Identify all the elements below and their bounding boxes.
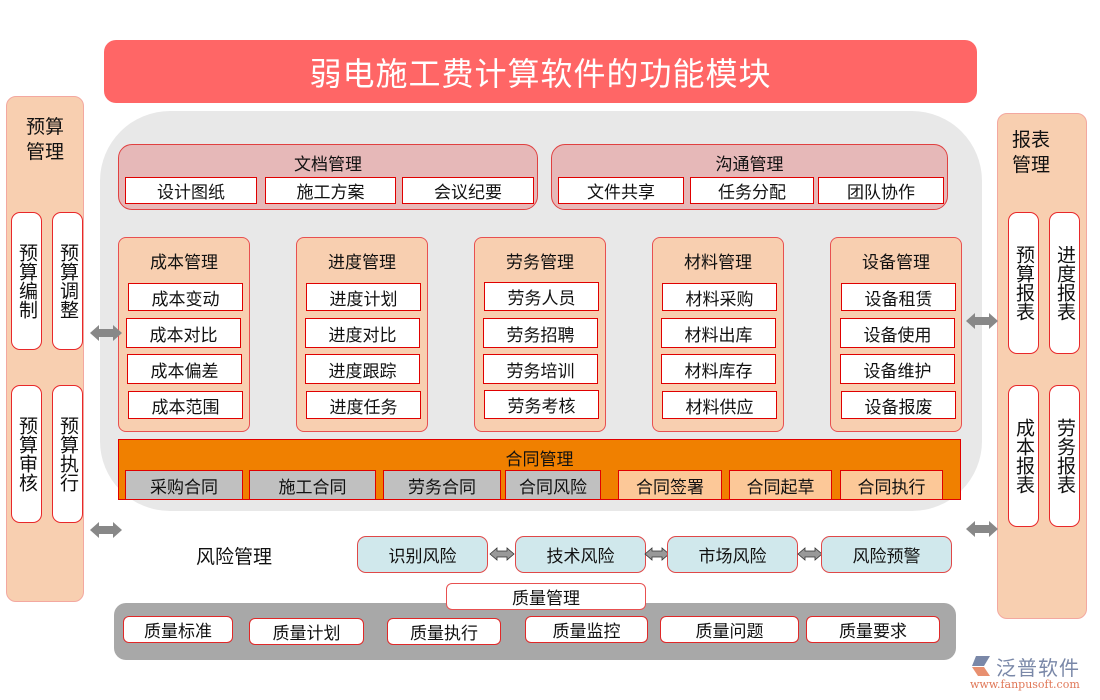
module-item[interactable]: 劳务招聘 xyxy=(483,318,598,348)
doc-item-meeting-minutes[interactable]: 会议纪要 xyxy=(402,177,534,204)
risk-management-label: 风险管理 xyxy=(196,546,273,568)
module-item[interactable]: 材料供应 xyxy=(662,391,777,419)
module-item[interactable]: 劳务考核 xyxy=(484,390,599,419)
module-title: 设备管理 xyxy=(862,253,930,273)
module-item[interactable]: 进度对比 xyxy=(305,318,420,348)
budget-item-execute[interactable]: 预算执行 xyxy=(52,385,83,523)
report-management-panel: 报表 管理 预算报表 进度报表 成本报表 劳务报表 xyxy=(997,113,1087,619)
report-title-line2: 管理 xyxy=(1012,154,1051,176)
module-title: 材料管理 xyxy=(684,253,752,273)
module-equipment-management: 设备管理 设备租赁 设备使用 设备维护 设备报废 xyxy=(830,237,962,432)
double-arrow-icon xyxy=(90,325,122,341)
budget-item-adjust[interactable]: 预算调整 xyxy=(52,212,83,350)
quality-item-execution[interactable]: 质量执行 xyxy=(387,618,501,645)
quality-item-plan[interactable]: 质量计划 xyxy=(249,618,364,645)
double-arrow-icon xyxy=(966,521,998,537)
double-arrow-icon xyxy=(489,547,515,561)
risk-item-technical[interactable]: 技术风险 xyxy=(515,536,646,573)
document-management-group: 文档管理 设计图纸 施工方案 会议纪要 xyxy=(118,144,538,210)
module-item[interactable]: 进度任务 xyxy=(306,391,421,419)
contract-item-risk[interactable]: 合同风险 xyxy=(505,470,601,500)
document-group-title: 文档管理 xyxy=(294,155,362,175)
module-material-management: 材料管理 材料采购 材料出库 材料库存 材料供应 xyxy=(652,237,784,432)
quality-item-requirements[interactable]: 质量要求 xyxy=(806,616,940,643)
module-item[interactable]: 成本范围 xyxy=(128,391,243,419)
contract-item-execution[interactable]: 合同执行 xyxy=(840,470,943,500)
module-item[interactable]: 材料采购 xyxy=(662,283,777,311)
module-title: 进度管理 xyxy=(328,253,396,273)
module-labor-management: 劳务管理 劳务人员 劳务招聘 劳务培训 劳务考核 xyxy=(474,237,606,432)
contract-item-signing[interactable]: 合同签署 xyxy=(618,470,722,500)
module-title: 成本管理 xyxy=(150,253,218,273)
comm-item-team-collaboration[interactable]: 团队协作 xyxy=(818,177,944,204)
module-item[interactable]: 劳务培训 xyxy=(483,354,598,384)
doc-item-design-drawings[interactable]: 设计图纸 xyxy=(125,177,257,204)
module-item[interactable]: 成本偏差 xyxy=(127,354,242,384)
budget-panel-title: 预算 管理 xyxy=(7,115,83,165)
quality-title: 质量管理 xyxy=(446,583,646,610)
risk-item-market[interactable]: 市场风险 xyxy=(667,536,798,573)
contract-item-drafting[interactable]: 合同起草 xyxy=(729,470,832,500)
contract-item-construction[interactable]: 施工合同 xyxy=(249,470,376,500)
contract-management-bar: 合同管理 采购合同 施工合同 劳务合同 合同风险 合同签署 合同起草 合同执行 xyxy=(118,439,961,500)
quality-item-monitoring[interactable]: 质量监控 xyxy=(525,616,648,643)
module-item[interactable]: 成本对比 xyxy=(126,318,241,348)
quality-item-standard[interactable]: 质量标准 xyxy=(123,616,233,643)
budget-title-line1: 预算 xyxy=(25,116,64,138)
report-item-cost[interactable]: 成本报表 xyxy=(1008,385,1039,527)
report-item-labor[interactable]: 劳务报表 xyxy=(1049,385,1080,527)
budget-management-panel: 预算 管理 预算编制 预算调整 预算审核 预算执行 xyxy=(6,96,84,602)
double-arrow-icon xyxy=(966,313,998,329)
module-item[interactable]: 进度计划 xyxy=(306,283,421,311)
quality-item-issues[interactable]: 质量问题 xyxy=(660,616,799,643)
module-item[interactable]: 进度跟踪 xyxy=(305,354,420,384)
budget-item-compile[interactable]: 预算编制 xyxy=(11,212,42,350)
contract-item-procurement[interactable]: 采购合同 xyxy=(125,470,243,500)
module-item[interactable]: 材料出库 xyxy=(661,318,776,348)
budget-title-line2: 管理 xyxy=(25,141,64,163)
module-item[interactable]: 设备使用 xyxy=(840,318,955,348)
doc-item-construction-plan[interactable]: 施工方案 xyxy=(265,177,396,204)
report-item-progress[interactable]: 进度报表 xyxy=(1049,212,1080,354)
module-item[interactable]: 设备报废 xyxy=(841,391,956,419)
budget-item-review[interactable]: 预算审核 xyxy=(11,385,42,523)
module-item[interactable]: 设备租赁 xyxy=(841,283,956,311)
logo-name: 泛普软件 xyxy=(996,656,1080,680)
logo-icon xyxy=(972,656,990,676)
module-progress-management: 进度管理 进度计划 进度对比 进度跟踪 进度任务 xyxy=(296,237,428,432)
report-panel-title: 报表 管理 xyxy=(1012,128,1050,178)
double-arrow-icon xyxy=(797,547,823,561)
module-title: 劳务管理 xyxy=(506,253,574,273)
contract-item-labor[interactable]: 劳务合同 xyxy=(383,470,501,500)
module-item[interactable]: 成本变动 xyxy=(128,283,243,311)
report-item-budget[interactable]: 预算报表 xyxy=(1008,212,1039,354)
module-cost-management: 成本管理 成本变动 成本对比 成本偏差 成本范围 xyxy=(118,237,250,432)
risk-item-identify[interactable]: 识别风险 xyxy=(357,536,488,573)
communication-management-group: 沟通管理 文件共享 任务分配 团队协作 xyxy=(551,144,948,210)
risk-item-warning[interactable]: 风险预警 xyxy=(821,536,952,573)
fanpu-logo: 泛普软件 www.fanpusoft.com xyxy=(968,652,1094,696)
double-arrow-icon xyxy=(90,522,122,538)
communication-group-title: 沟通管理 xyxy=(715,155,784,175)
comm-item-task-assignment[interactable]: 任务分配 xyxy=(690,177,814,204)
module-item[interactable]: 设备维护 xyxy=(840,354,955,384)
comm-item-file-sharing[interactable]: 文件共享 xyxy=(558,177,684,204)
logo-url: www.fanpusoft.com xyxy=(970,678,1080,691)
report-title-line1: 报表 xyxy=(1012,129,1051,151)
module-item[interactable]: 材料库存 xyxy=(661,354,776,384)
diagram-title: 弱电施工费计算软件的功能模块 xyxy=(104,40,977,103)
module-item[interactable]: 劳务人员 xyxy=(484,282,599,311)
contract-title: 合同管理 xyxy=(505,450,574,470)
